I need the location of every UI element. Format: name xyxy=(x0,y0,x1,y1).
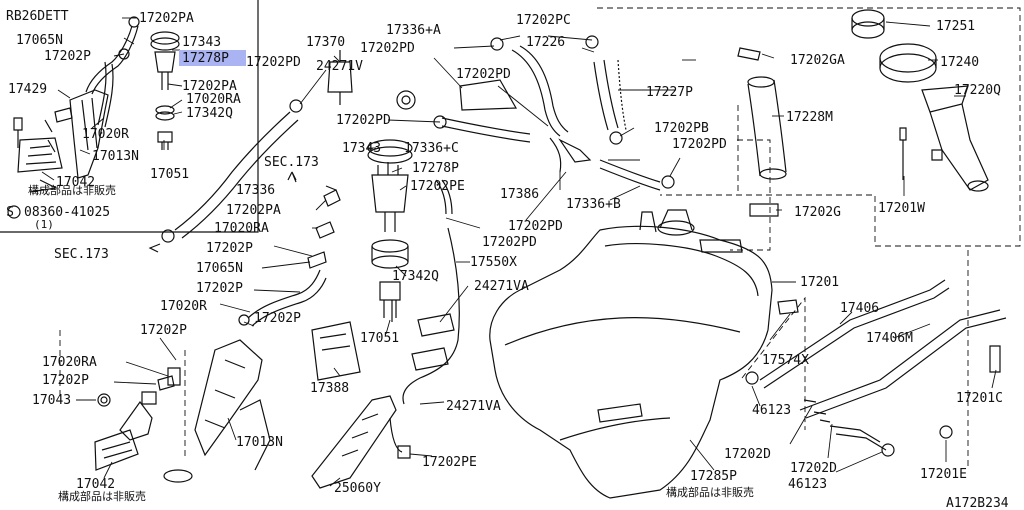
part-label-17202p[interactable]: 17202P xyxy=(42,373,89,388)
arrows xyxy=(148,171,337,253)
part-label-17202pd[interactable]: 17202PD xyxy=(336,113,391,128)
part-label-24271va[interactable]: 24271VA xyxy=(474,279,529,294)
part-label-17020ra[interactable]: 17020RA xyxy=(186,92,241,107)
part-label-17051[interactable]: 17051 xyxy=(360,331,399,346)
part-label-17202d[interactable]: 17202D xyxy=(724,447,771,462)
part-label-17202pd[interactable]: 17202PD xyxy=(360,41,415,56)
part-label-17042[interactable]: 17042 xyxy=(56,175,95,190)
inset-box xyxy=(0,0,259,233)
part-label-17202pe[interactable]: 17202PE xyxy=(410,179,465,194)
part-label-17406m[interactable]: 17406M xyxy=(866,331,913,346)
part-label-17020r[interactable]: 17020R xyxy=(82,127,129,142)
part-label-17406[interactable]: 17406 xyxy=(840,301,879,316)
part-label-17202ga[interactable]: 17202GA xyxy=(790,53,845,68)
part-label-17202p[interactable]: 17202P xyxy=(254,311,301,326)
top-center-hoses xyxy=(433,35,675,191)
part-label-17020ra[interactable]: 17020RA xyxy=(42,355,97,370)
bolt-qty: (1) xyxy=(34,218,54,231)
part-label-17285p[interactable]: 17285P xyxy=(690,469,737,484)
part-label-17336-plus-b[interactable]: 17336+B xyxy=(566,197,621,212)
part-label-17336[interactable]: 17336 xyxy=(236,183,275,198)
part-label-17201c[interactable]: 17201C xyxy=(956,391,1003,406)
part-label-17201[interactable]: 17201 xyxy=(800,275,839,290)
part-label-17202pd[interactable]: 17202PD xyxy=(246,55,301,70)
part-label-17202d[interactable]: 17202D xyxy=(790,461,837,476)
part-label-17202pb[interactable]: 17202PB xyxy=(654,121,709,136)
part-label-17240[interactable]: 17240 xyxy=(940,55,979,70)
part-label-17202pd[interactable]: 17202PD xyxy=(456,67,511,82)
not-sold-note-3: 構成部品は非販売 xyxy=(666,485,754,499)
labels: RB26DETT A172B234 SEC.173 SEC.173 構成部品は非… xyxy=(6,9,1009,510)
center-sender xyxy=(311,79,518,489)
part-label-17429[interactable]: 17429 xyxy=(8,82,47,97)
part-label-17343[interactable]: 17343 xyxy=(342,141,381,156)
leader-lines xyxy=(41,17,997,487)
part-label-17202p[interactable]: 17202P xyxy=(44,49,91,64)
part-label-17386[interactable]: 17386 xyxy=(500,187,539,202)
model-label: RB26DETT xyxy=(6,9,69,24)
part-label-46123[interactable]: 46123 xyxy=(752,403,791,418)
part-label-17013n[interactable]: 17013N xyxy=(236,435,283,450)
fuel-tank xyxy=(489,209,773,499)
center-left-hoses xyxy=(94,50,353,483)
part-label-17342q[interactable]: 17342Q xyxy=(186,106,233,121)
part-label-17220q[interactable]: 17220Q xyxy=(954,83,1001,98)
part-label-17202p[interactable]: 17202P xyxy=(196,281,243,296)
figure-code: A172B234 xyxy=(946,496,1009,510)
part-label-24271va[interactable]: 24271VA xyxy=(446,399,501,414)
filler-parts xyxy=(737,9,989,217)
not-sold-note-2: 構成部品は非販売 xyxy=(58,489,146,503)
part-label-17336-plus-a[interactable]: 17336+A xyxy=(386,23,441,38)
selected-part-highlight xyxy=(179,50,246,66)
part-label-17042[interactable]: 17042 xyxy=(76,477,115,492)
part-label-17343[interactable]: 17343 xyxy=(182,35,221,50)
part-label-17201w[interactable]: 17201W xyxy=(878,201,925,216)
part-label-17202g[interactable]: 17202G xyxy=(794,205,841,220)
sec-ref-2[interactable]: SEC.173 xyxy=(54,247,109,262)
part-label-17336-plus-c[interactable]: 17336+C xyxy=(404,141,459,156)
part-label-17051[interactable]: 17051 xyxy=(150,167,189,182)
part-label-25060y[interactable]: 25060Y xyxy=(334,481,381,496)
part-label-17065n[interactable]: 17065N xyxy=(16,33,63,48)
part-label-17202p[interactable]: 17202P xyxy=(140,323,187,338)
part-label-17550x[interactable]: 17550X xyxy=(470,255,517,270)
part-label-17043[interactable]: 17043 xyxy=(32,393,71,408)
inset-parts xyxy=(7,16,180,219)
part-label-layer: 17202PA17065N17202P1734317278P17202PA174… xyxy=(8,11,1003,496)
part-label-17202pc[interactable]: 17202PC xyxy=(516,13,571,28)
part-label-46123[interactable]: 46123 xyxy=(788,477,827,492)
part-label-17226[interactable]: 17226 xyxy=(526,35,565,50)
sec-ref-1[interactable]: SEC.173 xyxy=(264,155,319,170)
part-label-17370[interactable]: 17370 xyxy=(306,35,345,50)
part-label-17202pd[interactable]: 17202PD xyxy=(482,235,537,250)
part-label-17202pd[interactable]: 17202PD xyxy=(508,219,563,234)
part-label-17020r[interactable]: 17020R xyxy=(160,299,207,314)
part-label-selected-17278p[interactable]: 17278P xyxy=(182,51,229,66)
part-label-17574x[interactable]: 17574X xyxy=(762,353,809,368)
part-label-17388[interactable]: 17388 xyxy=(310,381,349,396)
part-label-17201e[interactable]: 17201E xyxy=(920,467,967,482)
part-label-17202pa[interactable]: 17202PA xyxy=(139,11,194,26)
part-label-17228m[interactable]: 17228M xyxy=(786,110,833,125)
dashed-group-outlines xyxy=(59,7,1021,470)
part-label-17013n[interactable]: 17013N xyxy=(92,149,139,164)
part-label-17251[interactable]: 17251 xyxy=(936,19,975,34)
bolt-part-label[interactable]: 08360-41025 xyxy=(24,205,110,220)
part-label-17202pa[interactable]: 17202PA xyxy=(226,203,281,218)
bolt-circle-s: S xyxy=(6,205,14,220)
part-label-24271v[interactable]: 24271V xyxy=(316,59,363,74)
part-label-17202pa[interactable]: 17202PA xyxy=(182,79,237,94)
part-label-17020ra[interactable]: 17020RA xyxy=(214,221,269,236)
part-label-17202pd[interactable]: 17202PD xyxy=(672,137,727,152)
not-sold-note-1: 構成部品は非販売 xyxy=(28,183,116,197)
part-label-17202p[interactable]: 17202P xyxy=(206,241,253,256)
part-label-17065n[interactable]: 17065N xyxy=(196,261,243,276)
tank-straps xyxy=(745,279,1007,457)
part-label-17202pe[interactable]: 17202PE xyxy=(422,455,477,470)
part-label-17227p[interactable]: 17227P xyxy=(646,85,693,100)
part-label-17342q[interactable]: 17342Q xyxy=(392,269,439,284)
part-label-17278p[interactable]: 17278P xyxy=(412,161,459,176)
